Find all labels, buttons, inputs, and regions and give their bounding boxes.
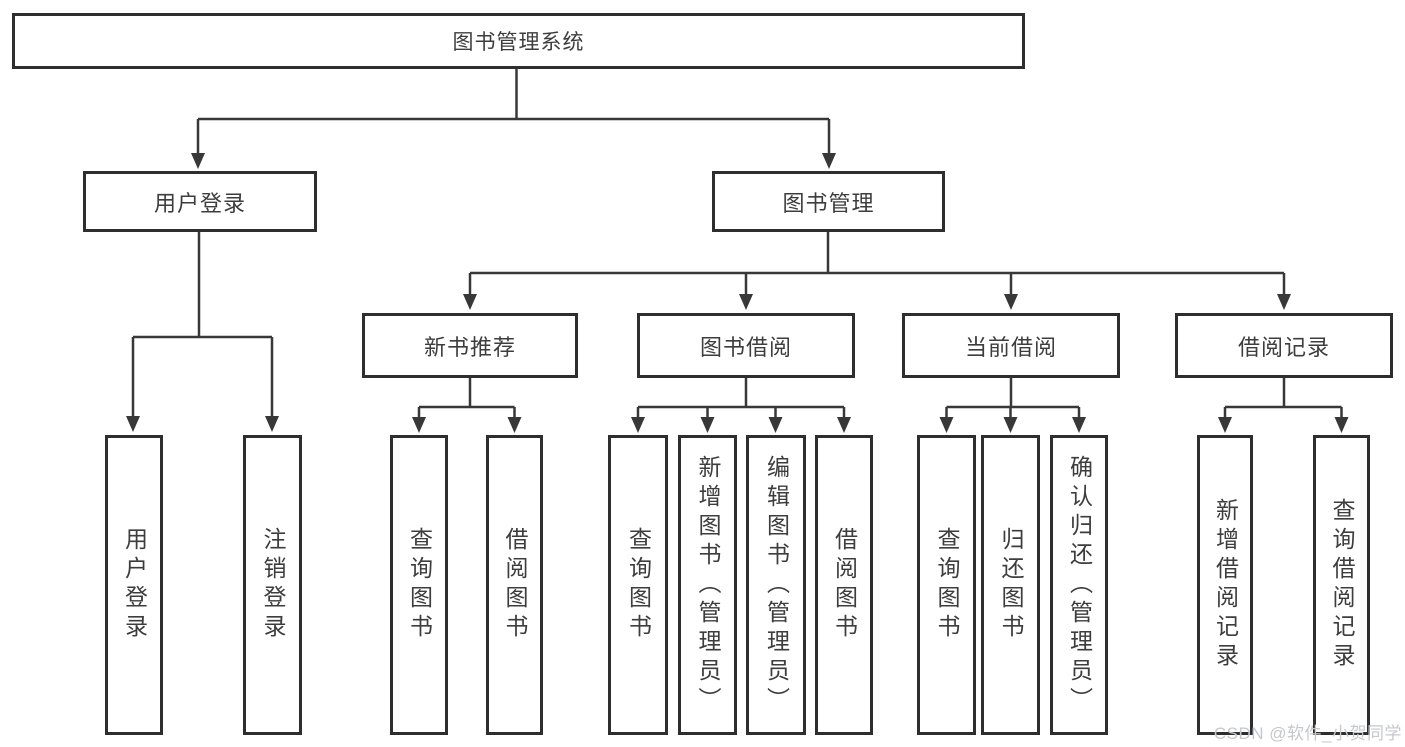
- leaf-cb-return-books-label: 归还图书: [998, 527, 1024, 643]
- node-current-borrow-label: 当前借阅: [964, 334, 1057, 360]
- leaf-logout-label: 注销登录: [260, 527, 286, 643]
- node-new-book-recommend-label: 新书推荐: [423, 334, 516, 360]
- leaf-br-add-record: 新增借阅记录: [1197, 435, 1253, 735]
- leaf-bb-query-books: 查询图书: [608, 435, 668, 735]
- arrowheads: [126, 153, 1349, 433]
- node-book-borrow-label: 图书借阅: [699, 334, 792, 360]
- leaf-cb-confirm-return-admin-label: 确认归还（管理员）: [1066, 454, 1093, 716]
- leaf-nb-borrow-books-label: 借阅图书: [502, 527, 528, 643]
- leaf-bb-add-books-admin: 新增图书（管理员）: [678, 435, 737, 735]
- node-user-login: 用户登录: [83, 171, 317, 232]
- node-book-management: 图书管理: [712, 171, 945, 232]
- leaf-cb-confirm-return-admin: 确认归还（管理员）: [1050, 435, 1108, 735]
- leaf-br-query-record-label: 查询借阅记录: [1329, 498, 1355, 672]
- csdn-watermark: CSDN @软件_小贺同学: [1213, 724, 1402, 743]
- leaf-bb-add-books-admin-label: 新增图书（管理员）: [695, 454, 721, 716]
- node-book-borrow: 图书借阅: [637, 313, 855, 378]
- leaf-bb-edit-books-admin: 编辑图书（管理员）: [746, 435, 806, 735]
- node-borrow-records: 借阅记录: [1175, 313, 1393, 378]
- leaf-nb-borrow-books: 借阅图书: [486, 435, 543, 735]
- node-book-management-label: 图书管理: [782, 190, 875, 216]
- leaf-nb-query-books: 查询图书: [390, 435, 448, 735]
- leaf-br-query-record: 查询借阅记录: [1313, 435, 1370, 735]
- leaf-bb-borrow-books: 借阅图书: [815, 435, 873, 735]
- leaf-nb-query-books-label: 查询图书: [406, 527, 433, 643]
- leaf-bb-query-books-label: 查询图书: [625, 527, 652, 643]
- leaf-bb-borrow-books-label: 借阅图书: [831, 527, 858, 643]
- node-user-login-label: 用户登录: [153, 190, 246, 216]
- leaf-cb-return-books: 归还图书: [981, 435, 1040, 735]
- node-new-book-recommend: 新书推荐: [362, 313, 578, 378]
- leaf-user-login-label: 用户登录: [121, 527, 148, 643]
- leaf-logout: 注销登录: [243, 435, 302, 735]
- node-library-management-system-label: 图书管理系统: [452, 31, 585, 54]
- leaf-bb-edit-books-admin-label: 编辑图书（管理员）: [763, 454, 790, 716]
- leaf-user-login: 用户登录: [105, 435, 163, 735]
- leaf-cb-query-books-label: 查询图书: [934, 527, 960, 643]
- leaf-br-add-record-label: 新增借阅记录: [1212, 498, 1239, 672]
- node-library-management-system: 图书管理系统: [12, 13, 1025, 69]
- leaf-cb-query-books: 查询图书: [917, 435, 976, 735]
- node-borrow-records-label: 借阅记录: [1237, 334, 1330, 360]
- node-current-borrow: 当前借阅: [902, 313, 1120, 378]
